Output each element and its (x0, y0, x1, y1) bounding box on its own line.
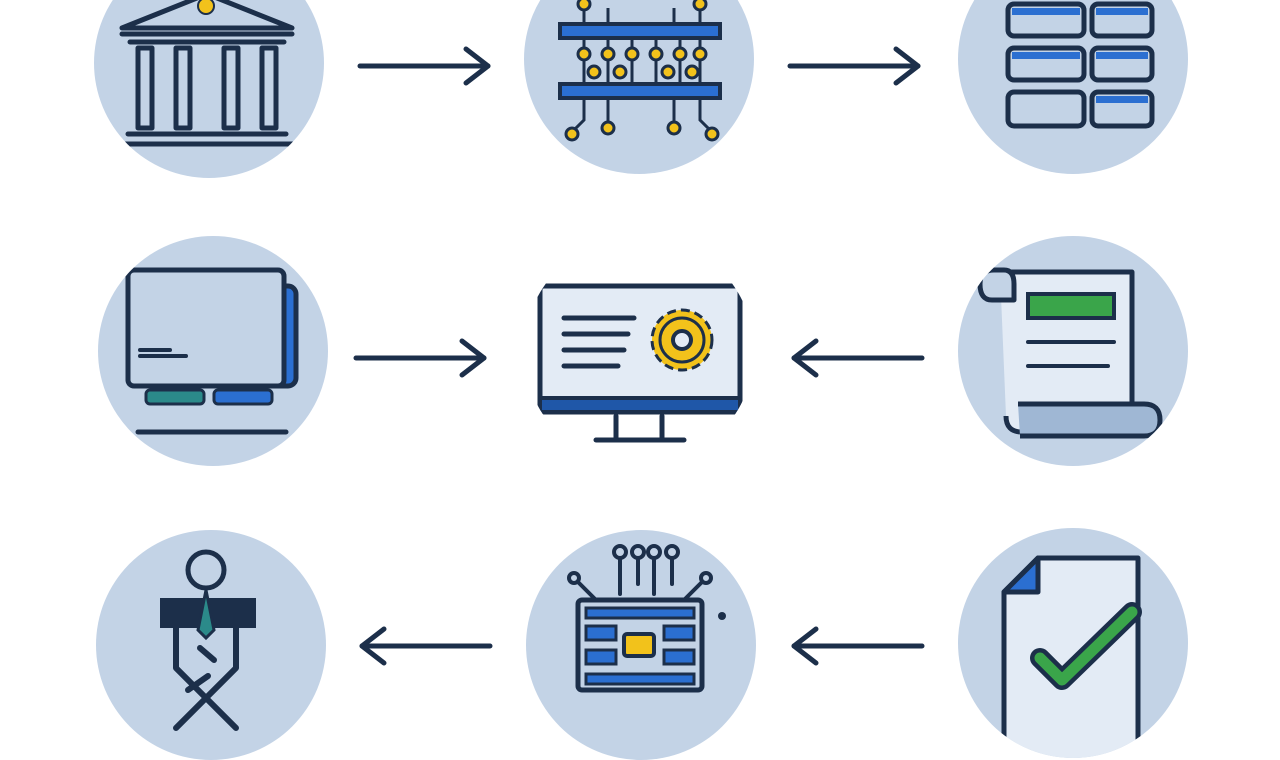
processor-board-icon (567, 544, 726, 693)
arrow-right-icon (353, 338, 487, 378)
bank-building-icon (117, 0, 297, 147)
arrow-scroll-to-monitor (786, 338, 926, 378)
window-node (98, 236, 328, 466)
arrow-doc-to-circuit (786, 626, 926, 666)
circuit-node (526, 530, 756, 760)
document-check-icon (1001, 555, 1142, 758)
monitor-gear-icon (537, 283, 743, 443)
database-table-icon (1005, 1, 1155, 129)
circuit-chip-icon (558, 0, 722, 142)
arrow-right-icon (357, 46, 491, 86)
chip-node (524, 0, 754, 174)
arrow-left-icon (791, 626, 925, 666)
browser-window-icon (125, 267, 299, 435)
arrow-chip-to-database (786, 46, 926, 86)
scroll-document-icon (977, 267, 1163, 439)
arrow-left-icon (791, 338, 925, 378)
approved-document-node (958, 528, 1188, 758)
arrow-window-to-monitor (352, 338, 492, 378)
database-node (958, 0, 1188, 174)
person-icon (160, 549, 256, 731)
arrow-circuit-to-person (354, 626, 494, 666)
person-node (96, 530, 326, 760)
arrow-right-icon (787, 46, 921, 86)
bank-node (94, 0, 324, 178)
scroll-node (958, 236, 1188, 466)
monitor-node (524, 236, 754, 466)
arrow-left-icon (359, 626, 493, 666)
arrow-bank-to-chip (356, 46, 496, 86)
